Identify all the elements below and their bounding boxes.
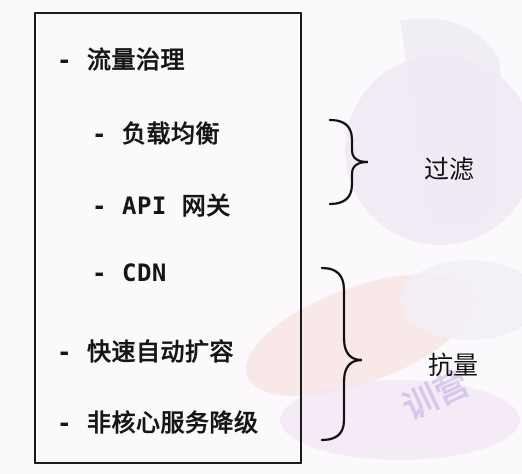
dash-marker: - — [92, 120, 107, 148]
item-label: CDN — [122, 259, 167, 287]
group-label-filter: 过滤 — [424, 155, 475, 184]
list-item-auto-scaling: -快速自动扩容 — [57, 332, 234, 367]
group-label-resist: 抗量 — [428, 351, 479, 380]
dash-marker: - — [57, 409, 72, 437]
item-label: 负载均衡 — [122, 120, 220, 148]
list-item-cdn: -CDN — [92, 259, 167, 287]
dash-marker: - — [92, 192, 107, 220]
list-item-traffic-governance: -流量治理 — [57, 40, 185, 75]
dash-marker: - — [92, 259, 107, 287]
list-item-degradation: -非核心服务降级 — [57, 403, 259, 438]
dash-marker: - — [57, 338, 72, 366]
item-label: 非核心服务降级 — [87, 409, 259, 437]
item-label: 流量治理 — [87, 46, 185, 74]
dash-marker: - — [57, 46, 72, 74]
list-item-load-balancing: -负载均衡 — [92, 114, 220, 149]
item-label: 快速自动扩容 — [87, 338, 234, 366]
list-box — [34, 12, 302, 464]
item-label: API 网关 — [122, 192, 231, 220]
list-item-api-gateway: -API 网关 — [92, 186, 231, 221]
